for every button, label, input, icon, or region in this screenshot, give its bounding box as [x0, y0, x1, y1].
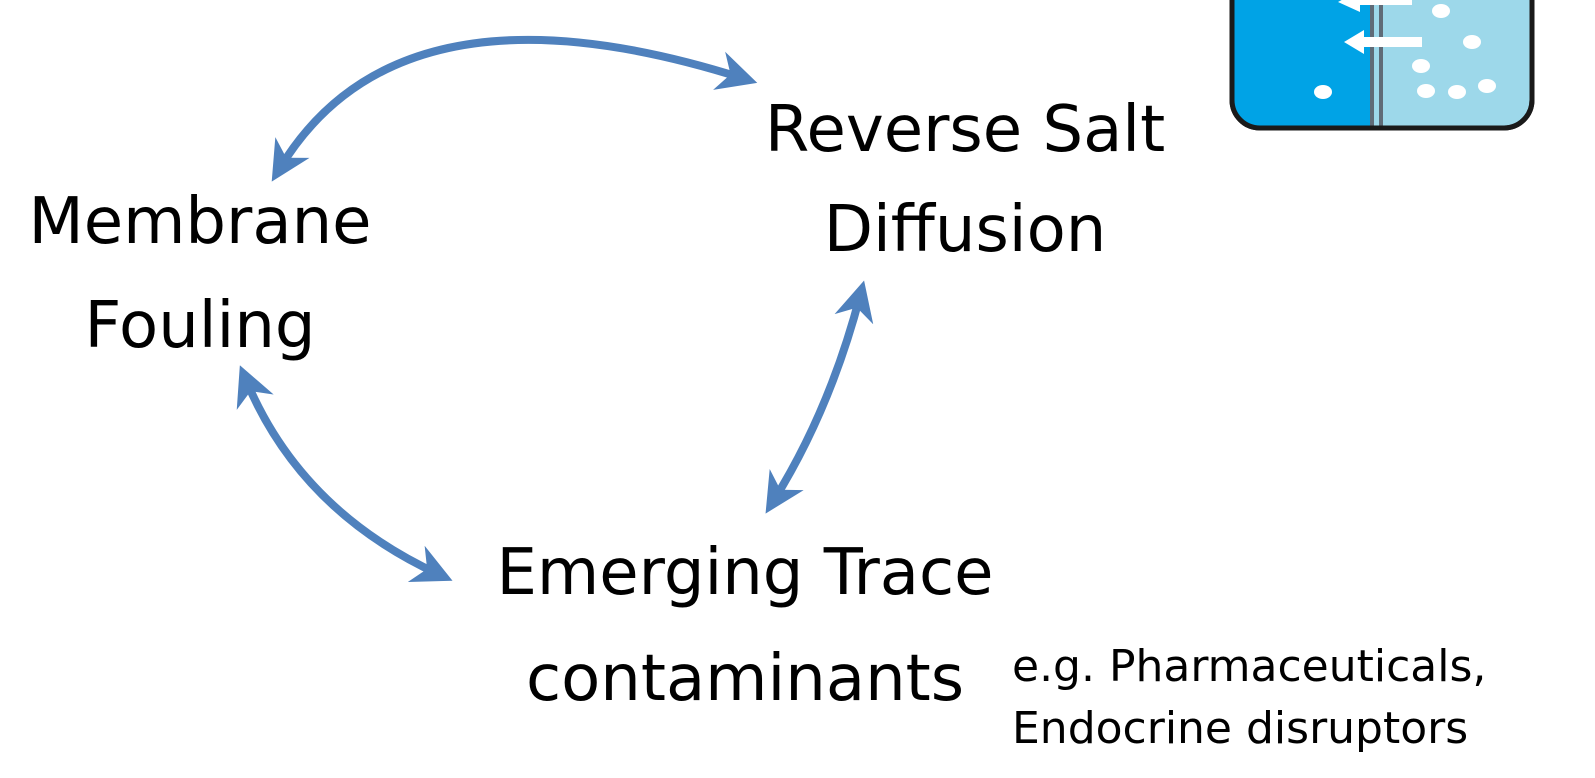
node-membrane-fouling-line2: Fouling [84, 289, 316, 363]
example-note-line1: e.g. Pharmaceuticals, [1012, 641, 1487, 692]
example-note-line2: Endocrine disruptors [1012, 703, 1469, 754]
membrane-cell-icon [1229, 0, 1535, 131]
node-membrane-fouling-line1: Membrane [28, 185, 372, 259]
node-reverse-salt-line1: Reverse Salt [764, 93, 1166, 167]
node-membrane-fouling: Membrane Fouling [0, 170, 400, 378]
arrow-fouling-to-reverse-salt [271, 36, 758, 182]
node-trace-line1: Emerging Trace [496, 536, 994, 610]
arrow-trace-to-fouling [236, 365, 453, 583]
node-trace-line2: contaminants [525, 642, 965, 716]
node-emerging-trace-contaminants: Emerging Trace contaminants [470, 520, 1020, 732]
node-reverse-salt-diffusion: Reverse Salt Diffusion [740, 80, 1190, 280]
node-reverse-salt-line2: Diffusion [823, 193, 1107, 267]
example-note: e.g. Pharmaceuticals, Endocrine disrupto… [1012, 636, 1572, 760]
arrow-reverse-salt-to-trace [765, 280, 874, 514]
